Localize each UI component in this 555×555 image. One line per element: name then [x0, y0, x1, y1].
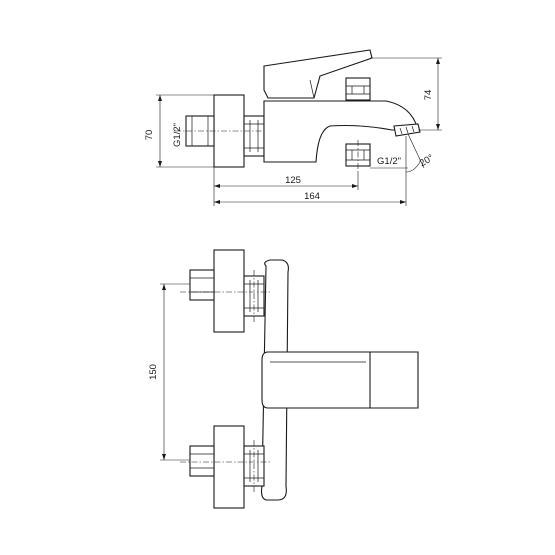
dim-angle-label: 20° — [418, 152, 436, 169]
dim-depth-total-label: 164 — [304, 191, 320, 202]
dim-height-right — [370, 57, 442, 131]
dim-angle — [405, 133, 425, 178]
front-view: 150 — [148, 249, 419, 509]
dim-centres-label: 150 — [148, 364, 159, 380]
side-view: G1/2" 70 74 G1/2" 20° — [144, 49, 442, 206]
upper-flange — [213, 249, 245, 333]
upper-eccentric-nut — [189, 269, 215, 301]
dim-height-left — [156, 94, 214, 168]
dim-centres — [160, 283, 190, 461]
hex-nut — [243, 115, 265, 157]
lower-eccentric-nut — [189, 445, 215, 477]
dim-height-left-label: 70 — [144, 130, 155, 141]
outlet-thread-label: G1/2" — [377, 156, 401, 167]
lower-flange — [213, 425, 245, 509]
lever-handle — [263, 49, 373, 99]
diverter-knob — [345, 77, 371, 101]
inlet-thread-label: G1/2" — [172, 123, 183, 147]
front-mixer-body — [261, 351, 419, 409]
dim-height-right-label: 74 — [423, 90, 434, 101]
mixer-body — [263, 100, 419, 163]
dim-depth-total — [214, 178, 407, 206]
dim-depth-spout — [213, 167, 359, 206]
dim-depth-spout-label: 125 — [285, 175, 301, 186]
